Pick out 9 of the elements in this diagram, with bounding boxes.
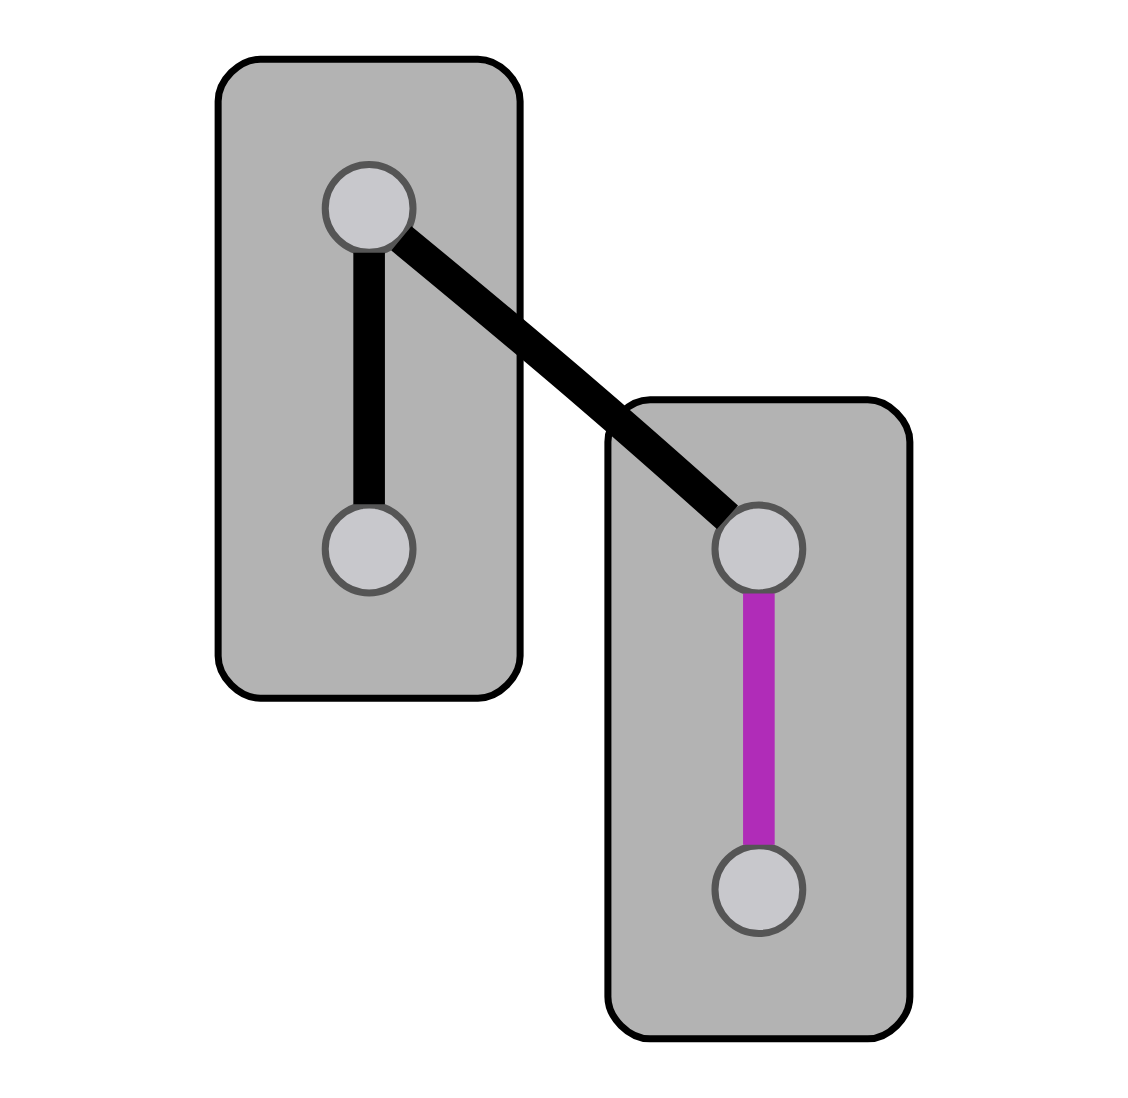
connector	[353, 252, 385, 505]
cluster	[604, 396, 914, 1043]
node-circle	[321, 501, 417, 597]
node-circle	[321, 161, 417, 256]
connector	[391, 226, 738, 530]
cluster	[214, 55, 524, 702]
node-circle	[711, 501, 807, 597]
node-circle	[711, 842, 807, 937]
connector	[743, 593, 775, 845]
